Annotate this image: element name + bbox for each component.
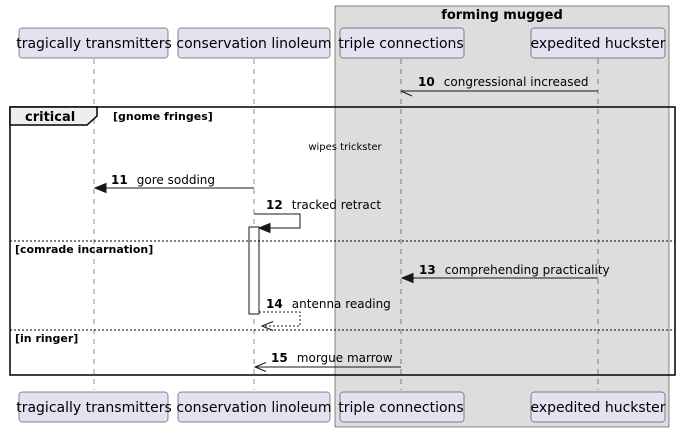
message-label: gore sodding (137, 173, 215, 187)
activation-bar (248, 226, 260, 315)
participant-label: expedited huckster (530, 400, 665, 416)
box-group-background (334, 5, 670, 428)
participant-top-conservation-linoleum: conservation linoleum (176, 27, 332, 59)
arrow-head-icon (257, 222, 271, 234)
message-label: congressional increased (444, 75, 589, 89)
participant-label: expedited huckster (530, 36, 665, 52)
participant-label: conservation linoleum (176, 36, 331, 52)
message-number: 14 (266, 297, 283, 311)
guard-condition-2: [comrade incarnation] (15, 243, 153, 256)
critical-operator: critical (25, 110, 75, 125)
arrow-head-icon (400, 272, 414, 284)
participant-label: conservation linoleum (176, 400, 331, 416)
participant-bottom-expedited-huckster: expedited huckster (530, 391, 666, 423)
box-group-title: forming mugged (441, 8, 563, 23)
message-12: 12 tracked retract (254, 194, 381, 234)
participant-label: tragically transmitters (16, 400, 172, 416)
guard-condition-1: [gnome fringes] (113, 110, 213, 123)
guard-condition-3: [in ringer] (15, 332, 78, 345)
message-label: antenna reading (292, 297, 391, 311)
message-number: 11 (111, 173, 128, 187)
message-number: 12 (266, 198, 283, 212)
participant-label: triple connections (338, 400, 463, 416)
message-number: 10 (418, 75, 435, 89)
svg-text:14 antenna reading: 14 antenna reading (266, 293, 391, 312)
participant-label: triple connections (338, 36, 463, 52)
participant-bottom-triple-connections: triple connections (338, 391, 465, 423)
arrow-head-icon (93, 182, 107, 194)
half-arrow-head-icon (400, 90, 413, 97)
open-arrow-head-icon (260, 321, 274, 331)
message-label: comprehending practicality (445, 263, 610, 277)
critical-frame-tab (9, 106, 98, 126)
svg-text:11 gore sodding: 11 gore sodding (111, 169, 215, 188)
svg-text:15 morgue marrow: 15 morgue marrow (271, 347, 393, 366)
message-11: 11 gore sodding (93, 169, 254, 194)
participant-top-tragically-transmitters: tragically transmitters (16, 27, 172, 59)
message-number: 15 (271, 351, 288, 365)
message-label: morgue marrow (297, 351, 393, 365)
message-number: 13 (419, 263, 436, 277)
participant-label: tragically transmitters (16, 36, 172, 52)
message-label: tracked retract (292, 198, 382, 212)
svg-text:13 comprehending practic: 13 comprehending practicality (419, 259, 610, 278)
message-15: 15 morgue marrow (253, 347, 401, 372)
message-14: 14 antenna reading (259, 293, 391, 331)
participant-bottom-tragically-transmitters: tragically transmitters (16, 391, 172, 423)
participant-top-triple-connections: triple connections (338, 27, 465, 59)
message-13: 13 comprehending practicality (400, 259, 610, 284)
message-10: 10 congressional increased (400, 71, 598, 97)
svg-text:10 congressional increas: 10 congressional increased (418, 71, 589, 90)
svg-text:12 tracked retract: 12 tracked retract (266, 194, 381, 213)
divider-label: wipes trickster (308, 142, 382, 153)
participant-top-expedited-huckster: expedited huckster (530, 27, 666, 59)
participant-bottom-conservation-linoleum: conservation linoleum (176, 391, 332, 423)
open-arrow-head-icon (253, 362, 267, 372)
